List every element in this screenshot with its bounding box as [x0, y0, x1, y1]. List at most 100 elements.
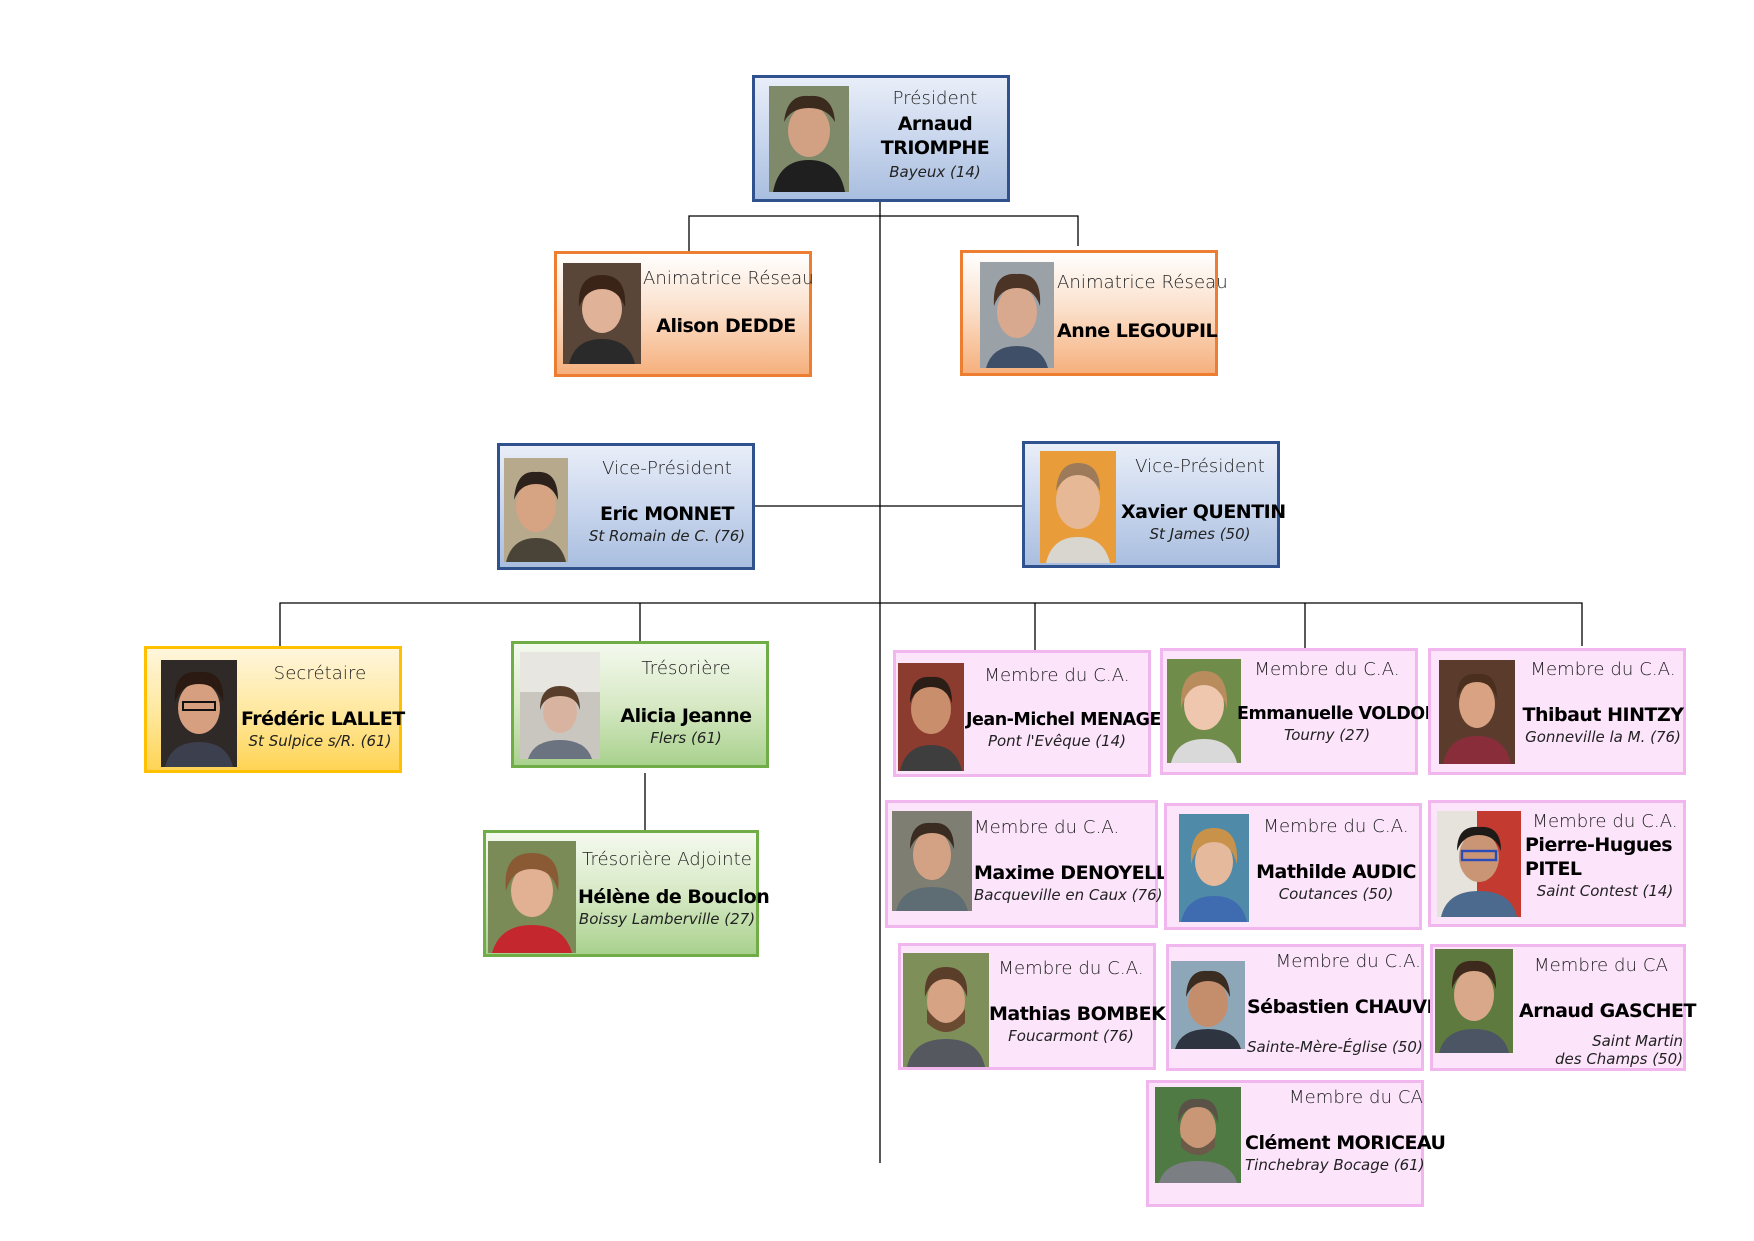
president-photo — [769, 86, 849, 192]
member-card-8: Membre du C.A. Sébastien CHAUVET Sainte-… — [1166, 944, 1452, 1071]
animatrice-1-name: Alison DEDDE — [656, 315, 796, 337]
member-card-4: Membre du C.A. Maxime DENOYELLE Bacquevi… — [885, 800, 1180, 928]
member-3-location: Gonneville la M. (76) — [1525, 728, 1681, 746]
member-5-photo — [1179, 814, 1249, 922]
member-card-3: Membre du C.A. Thibaut HINTZY Gonneville… — [1428, 648, 1686, 775]
member-7-name: Mathias BOMBEKE — [989, 1003, 1178, 1025]
member-2-text: Membre du C.A. Emmanuelle VOLDOIRE Tourn… — [1237, 659, 1456, 744]
lower-tier-connector — [279, 602, 1583, 646]
member-5-text: Membre du C.A. Mathilde AUDIC Coutances … — [1253, 816, 1419, 903]
member-card-5: Membre du C.A. Mathilde AUDIC Coutances … — [1164, 803, 1422, 930]
member-7-text: Membre du C.A. Mathias BOMBEKE Foucarmon… — [989, 958, 1178, 1045]
member-3-text: Membre du C.A. Thibaut HINTZY Gonneville… — [1521, 659, 1685, 746]
president-name-first: Arnaud — [897, 113, 973, 135]
animatrice-1-photo — [563, 263, 641, 364]
tresoriere-adjointe-photo — [488, 841, 576, 953]
animatrice-2-photo — [980, 262, 1054, 368]
member-4-role: Membre du C.A. — [974, 817, 1120, 838]
president-card: Président Arnaud TRIOMPHE Bayeux (14) — [752, 75, 1010, 202]
member-2-location: Tourny (27) — [1283, 726, 1371, 744]
tresoriere-name: Alicia Jeanne — [620, 705, 752, 727]
member-5-location: Coutances (50) — [1278, 885, 1394, 903]
member-10-text: Membre du CA Clément MORICEAU Tinchebray… — [1245, 1087, 1446, 1174]
president-name-last: TRIOMPHE — [880, 137, 990, 159]
member-10-role: Membre du CA — [1288, 1087, 1423, 1108]
member-6-location: Saint Contest (14) — [1536, 882, 1674, 900]
member-8-name: Sébastien CHAUVET — [1247, 996, 1452, 1018]
member-8-location: Sainte-Mère-Église (50) — [1247, 1038, 1423, 1056]
tresoriere-role: Trésorière — [641, 658, 731, 679]
member-6-photo — [1437, 811, 1521, 917]
member-6-role: Membre du C.A. — [1532, 811, 1678, 832]
tresoriere-card: Trésorière Alicia Jeanne Flers (61) — [511, 641, 769, 768]
member-5-name: Mathilde AUDIC — [1256, 861, 1416, 883]
tresoriere-adjointe-text: Trésorière Adjointe Hélène de Bouclon Bo… — [578, 849, 770, 928]
vice-president-2-location: St James (50) — [1149, 525, 1251, 543]
member-9-location-line2: des Champs (50) — [1554, 1050, 1683, 1068]
member-9-role: Membre du CA — [1533, 955, 1668, 976]
member-7-location: Foucarmont (76) — [1008, 1027, 1134, 1045]
member-8-text: Membre du C.A. Sébastien CHAUVET Sainte-… — [1247, 951, 1452, 1056]
member-10-photo — [1155, 1087, 1241, 1183]
member-4-location: Bacqueville en Caux (76) — [974, 886, 1163, 904]
member-card-1: Membre du C.A. Jean-Michel MENAGER Pont … — [893, 650, 1174, 777]
member-4-name: Maxime DENOYELLE — [974, 862, 1180, 884]
animatrice-1-text: Animatrice Réseau Alison DEDDE — [643, 268, 814, 337]
vice-president-card-1: Vice-Président Eric MONNET St Romain de … — [497, 443, 755, 570]
animatrice-2-name: Anne LEGOUPIL — [1057, 320, 1218, 342]
member-6-name-first: Pierre-Hugues — [1525, 834, 1673, 856]
vice-president-2-photo — [1040, 451, 1116, 563]
member-2-photo — [1167, 659, 1241, 763]
animatrice-connector — [688, 215, 1079, 251]
vice-president-1-text: Vice-Président Eric MONNET St Romain de … — [584, 458, 750, 545]
member-8-photo — [1171, 961, 1245, 1049]
member-2-name: Emmanuelle VOLDOIRE — [1237, 704, 1456, 724]
member-6-name-last: PITEL — [1525, 858, 1582, 880]
president-role: Président — [892, 88, 978, 109]
member-9-photo — [1435, 949, 1513, 1053]
president-text: Président Arnaud TRIOMPHE Bayeux (14) — [865, 88, 1005, 181]
member-10-name: Clément MORICEAU — [1245, 1132, 1446, 1154]
member-6-text: Membre du C.A. Pierre-Hugues PITEL Saint… — [1525, 811, 1685, 900]
animatrice-2-role: Animatrice Réseau — [1057, 272, 1228, 293]
vice-president-2-name: Xavier QUENTIN — [1121, 501, 1286, 523]
vice-president-1-location: St Romain de C. (76) — [588, 527, 746, 545]
vice-president-card-2: Vice-Président Xavier QUENTIN St James (… — [1022, 441, 1286, 568]
animatrice-1-role: Animatrice Réseau — [643, 268, 814, 289]
tresoriere-adjointe-location: Boissy Lamberville (27) — [578, 910, 756, 928]
member-1-name: Jean-Michel MENAGER — [966, 710, 1174, 730]
member-card-6: Membre du C.A. Pierre-Hugues PITEL Saint… — [1428, 800, 1686, 927]
member-1-location: Pont l'Evêque (14) — [987, 732, 1127, 750]
vice-president-2-role: Vice-Président — [1135, 456, 1265, 477]
member-10-location: Tinchebray Bocage (61) — [1245, 1156, 1425, 1174]
member-9-location-line1: Saint Martin — [1592, 1032, 1683, 1050]
tresoriere-location: Flers (61) — [650, 729, 722, 747]
vice-president-2-text: Vice-Président Xavier QUENTIN St James (… — [1121, 456, 1286, 543]
secretaire-photo — [161, 660, 237, 767]
tresoriere-photo — [520, 652, 600, 759]
member-1-photo — [898, 663, 964, 771]
member-card-9: Membre du CA Arnaud GASCHET Saint Martin… — [1430, 944, 1696, 1071]
member-3-role: Membre du C.A. — [1530, 659, 1676, 680]
secretaire-name: Frédéric LALLET — [241, 708, 405, 730]
member-8-role: Membre du C.A. — [1275, 951, 1421, 972]
member-card-7: Membre du C.A. Mathias BOMBEKE Foucarmon… — [898, 943, 1178, 1070]
member-4-photo — [892, 811, 972, 911]
vice-president-1-photo — [504, 458, 568, 562]
member-card-10: Membre du CA Clément MORICEAU Tinchebray… — [1146, 1080, 1446, 1207]
member-5-role: Membre du C.A. — [1263, 816, 1409, 837]
tresoriere-adjointe-name: Hélène de Bouclon — [578, 886, 770, 908]
member-2-role: Membre du C.A. — [1254, 659, 1400, 680]
member-9-name: Arnaud GASCHET — [1519, 1000, 1696, 1022]
secretaire-text: Secrétaire Frédéric LALLET St Sulpice s/… — [241, 663, 405, 750]
member-3-photo — [1439, 660, 1515, 764]
member-7-photo — [903, 953, 989, 1067]
member-card-2: Membre du C.A. Emmanuelle VOLDOIRE Tourn… — [1160, 648, 1456, 775]
member-4-text: Membre du C.A. Maxime DENOYELLE Bacquevi… — [974, 817, 1180, 904]
tresoriere-text: Trésorière Alicia Jeanne Flers (61) — [606, 658, 766, 747]
tresoriere-adjointe-role: Trésorière Adjointe — [582, 849, 752, 870]
animatrice-2-text: Animatrice Réseau Anne LEGOUPIL — [1057, 272, 1228, 342]
tresoriere-adjointe-card: Trésorière Adjointe Hélène de Bouclon Bo… — [483, 830, 770, 957]
member-7-role: Membre du C.A. — [998, 958, 1144, 979]
